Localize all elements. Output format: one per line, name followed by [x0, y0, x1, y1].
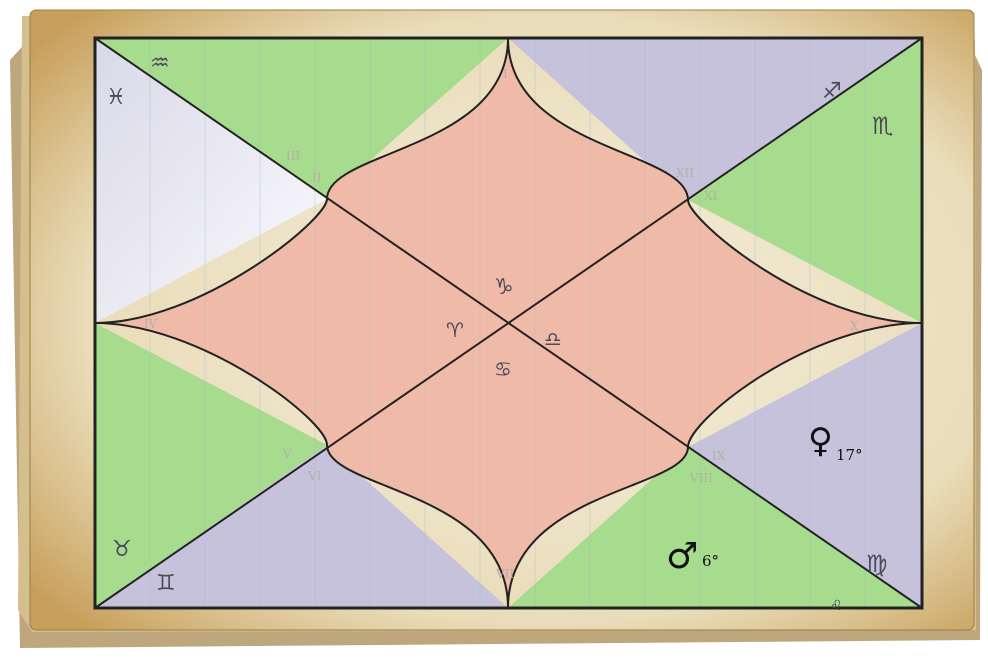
- pisces-sign: ♓: [106, 85, 126, 110]
- virgo-sign: ♍: [866, 550, 888, 578]
- house-number-12: XII: [676, 166, 694, 180]
- house-number-9: IX: [712, 449, 726, 463]
- gemini-sign: ♊: [156, 571, 176, 596]
- house-number-3: III: [286, 149, 300, 163]
- house-number-11: XI: [704, 189, 718, 203]
- cancer-sign: ♋: [494, 357, 512, 381]
- house-number-6: VI: [307, 469, 322, 483]
- libra-sign: ♎: [544, 327, 562, 351]
- scorpio-sign: ♏: [872, 112, 894, 140]
- house-number-10: X: [850, 319, 859, 333]
- aquarius-sign: ♒: [150, 51, 170, 76]
- sagittarius-sign: ♐: [822, 79, 842, 104]
- venus-icon: ♀: [808, 421, 833, 461]
- mars-icon: ♂: [666, 536, 698, 577]
- mars-degree: 6°: [702, 552, 719, 570]
- taurus-sign: ♉: [112, 537, 132, 562]
- house-number-2: II: [312, 171, 322, 185]
- house-number-4: IV: [144, 317, 158, 331]
- venus-degree: 17°: [836, 446, 863, 464]
- house-number-8: VIII: [689, 471, 713, 485]
- capricorn-sign: ♑: [494, 275, 514, 300]
- house-number-7: VII: [495, 567, 514, 581]
- house-number-5: V: [282, 447, 292, 461]
- leo-sign: ♌: [830, 598, 843, 614]
- house-number-1: I: [503, 67, 508, 81]
- aries-sign: ♈: [446, 318, 464, 342]
